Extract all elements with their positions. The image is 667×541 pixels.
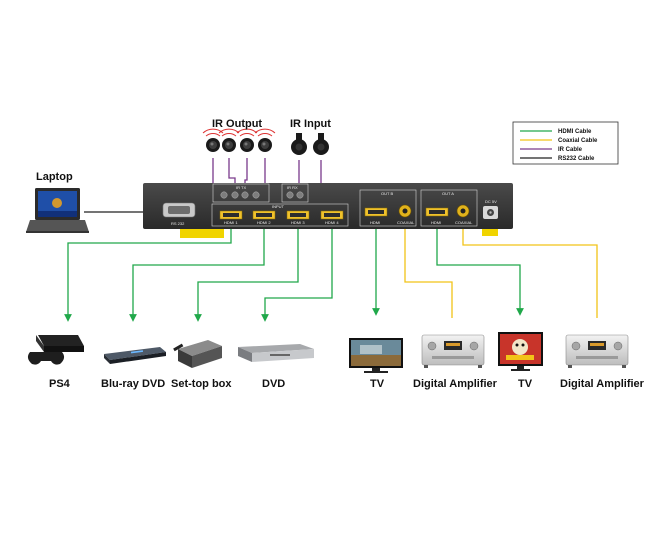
ir-input-label: IR Input: [290, 118, 331, 130]
dvd-label: DVD: [262, 378, 285, 390]
bluray-label: Blu-ray DVD: [101, 378, 165, 390]
hdmi-cable-bluray: [129, 228, 265, 322]
ps4-icon: [27, 335, 84, 365]
legend-label-coaxial: Coaxial Cable: [558, 138, 598, 144]
ir-tx-port: [231, 191, 239, 199]
ir-receiver-icon: [313, 133, 329, 155]
ir-tx-port: [252, 191, 260, 199]
ir-emitters: [202, 128, 276, 152]
legend-label-ir: IR Cable: [558, 147, 583, 153]
tv-icon: [498, 332, 543, 371]
amp2-label: Digital Amplifier: [560, 378, 645, 390]
out-a-coaxial-label: COAXIAL: [455, 220, 473, 225]
laptop-label: Laptop: [36, 171, 73, 183]
ir-emitter-icon: [236, 128, 258, 152]
rs232-port-label: RS 232: [171, 221, 185, 226]
coaxial-cable-amp2: [462, 222, 598, 318]
amplifier-icon: [421, 334, 485, 368]
ir-emitter-icon: [254, 128, 276, 152]
ir-output-label: IR Output: [212, 118, 262, 130]
hdmi-cable-tv2: [436, 228, 524, 316]
hdmi4-label: HDMI 4: [325, 220, 339, 225]
tv-icon: [349, 338, 403, 373]
bluray-player-icon: [104, 347, 166, 364]
dvd-player-icon: [238, 344, 314, 362]
tv1-label: TV: [370, 378, 385, 390]
matrix-switcher-box: RS 232 IR TX IR RX INPUT HDMI 1 HDMI 2 H…: [143, 183, 513, 238]
laptop-icon: [26, 188, 89, 233]
dc-label: DC 5V: [485, 199, 497, 204]
coaxial-cable-amp1: [404, 222, 453, 318]
tv2-label: TV: [518, 378, 533, 390]
ir-emitter-icon: [202, 128, 224, 152]
ir-rx-label: IR RX: [287, 185, 298, 190]
legend-label-rs232: RS232 Cable: [558, 156, 595, 162]
out-b-coaxial-label: COAXIAL: [397, 220, 415, 225]
amp1-label: Digital Amplifier: [413, 378, 498, 390]
out-b-hdmi-label: HDMI: [370, 220, 380, 225]
ir-receivers: [291, 133, 329, 155]
ps4-label: PS4: [49, 378, 71, 390]
ir-receiver-icon: [291, 133, 307, 155]
hdmi-cable-ps4: [64, 228, 232, 322]
legend: HDMI Cable Coaxial Cable IR Cable RS232 …: [512, 121, 619, 165]
ir-rx-port: [296, 191, 304, 199]
ir-tx-label: IR TX: [236, 185, 246, 190]
settop-box-icon: [173, 340, 222, 368]
amplifier-icon: [565, 334, 629, 368]
hdmi-cable-settop: [194, 228, 299, 322]
out-a-label: OUT A: [442, 191, 454, 196]
legend-box: [512, 121, 619, 165]
hdmi1-label: HDMI 1: [224, 220, 238, 225]
hdmi-cable-dvd: [261, 228, 333, 322]
settop-label: Set-top box: [171, 378, 232, 390]
hdmi2-label: HDMI 2: [257, 220, 271, 225]
cables: [64, 158, 598, 322]
out-a-hdmi-label: HDMI: [431, 220, 441, 225]
ir-tx-port: [241, 191, 249, 199]
ir-tx-port: [220, 191, 228, 199]
out-b-label: OUT B: [381, 191, 393, 196]
legend-label-hdmi: HDMI Cable: [558, 129, 592, 135]
hdmi3-label: HDMI 3: [291, 220, 305, 225]
input-label: INPUT: [272, 204, 285, 209]
ir-rx-port: [286, 191, 294, 199]
